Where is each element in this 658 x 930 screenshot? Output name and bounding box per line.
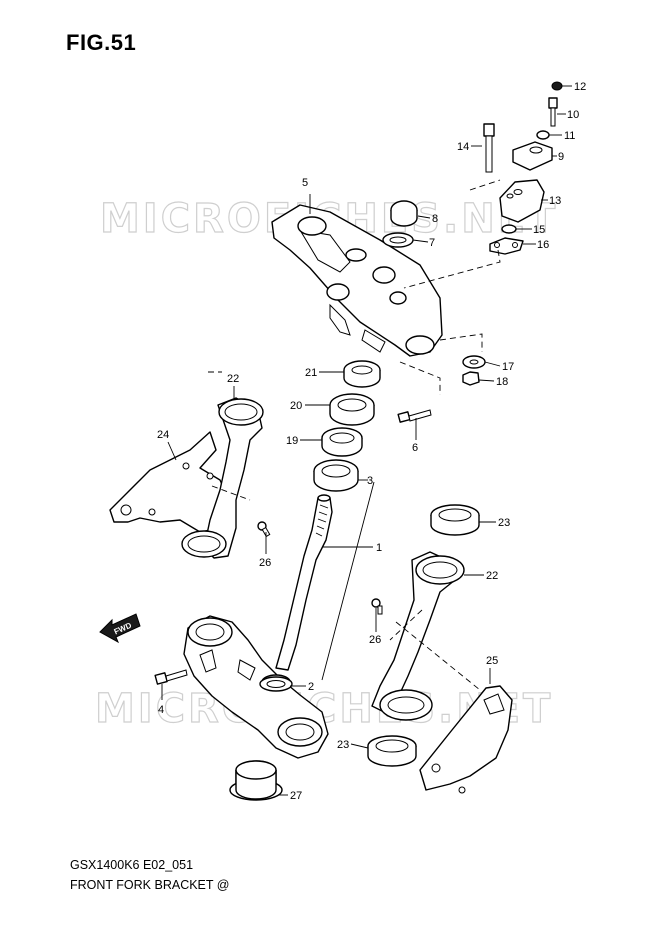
callout-7: 7 xyxy=(429,237,435,249)
figure-caption: FRONT FORK BRACKET @ xyxy=(70,878,230,892)
callout-26-right: 26 xyxy=(369,634,381,646)
callout-6: 6 xyxy=(412,442,418,454)
steering-stem xyxy=(275,494,333,671)
washer-11 xyxy=(536,130,550,140)
dashed-assembly-lines xyxy=(208,179,501,691)
callout-20: 20 xyxy=(290,400,302,412)
screw-26-left xyxy=(257,521,271,538)
lower-bracket xyxy=(183,615,329,759)
washer-15 xyxy=(501,224,517,234)
callout-19: 19 xyxy=(286,435,298,447)
callout-13: 13 xyxy=(549,195,561,207)
dust-seal-20 xyxy=(329,393,375,426)
screw-26-right xyxy=(371,598,383,615)
callout-labels: 12 10 11 9 14 13 8 7 15 16 5 17 18 6 21 … xyxy=(157,81,586,802)
callout-18: 18 xyxy=(496,376,508,388)
handlebar-holder-upper xyxy=(512,141,553,171)
fork-clamp-left xyxy=(181,397,264,559)
callout-23-upper: 23 xyxy=(498,517,510,529)
cap-12 xyxy=(551,81,563,91)
bolt-4 xyxy=(154,669,188,685)
fork-clamp-right xyxy=(371,551,465,721)
callout-9: 9 xyxy=(558,151,564,163)
handlebar-holder-lower xyxy=(499,179,545,223)
bolt-10 xyxy=(548,97,558,127)
seal-2 xyxy=(259,676,293,692)
callout-2: 2 xyxy=(308,681,314,693)
callout-3: 3 xyxy=(367,475,373,487)
headlight-bracket-right xyxy=(419,685,513,794)
callout-21: 21 xyxy=(305,367,317,379)
callout-15: 15 xyxy=(533,224,545,236)
callout-10: 10 xyxy=(567,109,579,121)
callout-14: 14 xyxy=(457,141,469,153)
callout-17: 17 xyxy=(502,361,514,373)
upper-bracket xyxy=(271,204,443,357)
callout-5: 5 xyxy=(302,177,308,189)
bearing-19 xyxy=(321,427,363,457)
callout-12: 12 xyxy=(574,81,586,93)
grommet-23-lower xyxy=(367,735,417,767)
callout-16: 16 xyxy=(537,239,549,251)
leader-lines xyxy=(161,85,572,796)
headlight-bracket-left xyxy=(109,431,231,533)
callout-22-right: 22 xyxy=(486,570,498,582)
callout-22-left: 22 xyxy=(227,373,239,385)
callout-1: 1 xyxy=(376,542,382,554)
cap-27 xyxy=(229,760,283,801)
callout-23-lower: 23 xyxy=(337,739,349,751)
bolt-14 xyxy=(483,123,495,173)
washer-hole xyxy=(389,236,407,244)
model-code: GSX1400K6 E02_051 xyxy=(70,858,194,872)
callout-8: 8 xyxy=(432,213,438,225)
washer-17-hole xyxy=(469,359,479,365)
fwd-arrow-icon: FWD xyxy=(99,613,141,644)
bolt-6 xyxy=(397,409,432,423)
nut-18 xyxy=(462,371,480,386)
bearing-3 xyxy=(313,459,359,492)
callout-25: 25 xyxy=(486,655,498,667)
grommet-23-upper xyxy=(430,504,480,536)
callout-27: 27 xyxy=(290,790,302,802)
lock-nut-21 xyxy=(343,360,381,388)
callout-11: 11 xyxy=(564,130,575,142)
callout-26-left: 26 xyxy=(259,557,271,569)
figure-title: FIG.51 xyxy=(66,30,137,55)
cap xyxy=(390,200,418,227)
callout-24: 24 xyxy=(157,429,169,441)
callout-4: 4 xyxy=(158,704,164,716)
